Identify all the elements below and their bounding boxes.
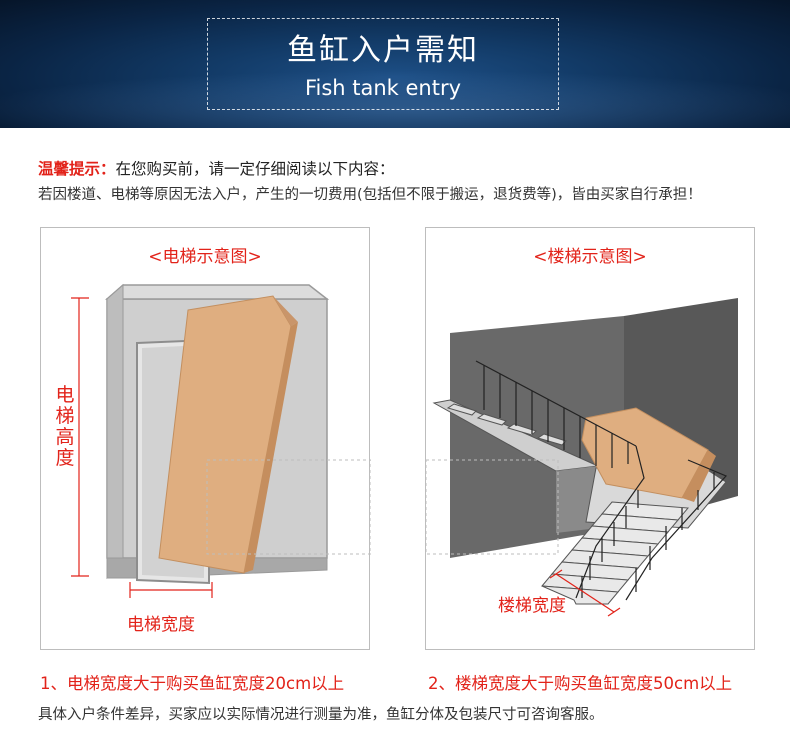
stairs-panel-title: <楼梯示意图> — [533, 247, 647, 267]
stairs-requirement: 2、楼梯宽度大于购买鱼缸宽度50cm以上 — [428, 674, 733, 693]
title-frame: 鱼缸入户需知 Fish tank entry — [207, 18, 559, 110]
page-title: 鱼缸入户需知 — [287, 33, 479, 68]
elevator-diagram-panel: <电梯示意图> 电梯高度 电梯宽度 — [40, 227, 371, 650]
footer-note: 具体入户条件差异，买家应以实际情况进行测量为准，鱼缸分体及包装尺寸可咨询客服。 — [38, 707, 604, 723]
elevator-width-label: 电梯宽度 — [127, 615, 195, 635]
stairs-illustration — [426, 298, 738, 617]
stairs-diagram-panel: <楼梯示意图> — [425, 227, 755, 650]
page-subtitle: Fish tank entry — [304, 76, 462, 100]
stairs-width-label: 楼梯宽度 — [498, 596, 566, 616]
elevator-illustration — [71, 283, 371, 598]
tips-text: 在您购买前，请一定仔细阅读以下内容： — [115, 160, 395, 178]
header-banner: 鱼缸入户需知 Fish tank entry — [0, 0, 790, 128]
tips-label: 温馨提示： — [38, 160, 116, 178]
elevator-height-label: 电梯高度 — [54, 385, 76, 469]
elevator-panel-title: <电梯示意图> — [148, 247, 262, 267]
elevator-requirement: 1、电梯宽度大于购买鱼缸宽度20cm以上 — [40, 674, 345, 693]
elevator-height-text: 电梯高度 — [55, 384, 75, 469]
tips-line: 温馨提示：在您购买前，请一定仔细阅读以下内容： — [38, 157, 395, 179]
disclaimer-text: 若因楼道、电梯等原因无法入户，产生的一切费用(包括但不限于搬运，退货费等)，皆由… — [38, 187, 702, 203]
